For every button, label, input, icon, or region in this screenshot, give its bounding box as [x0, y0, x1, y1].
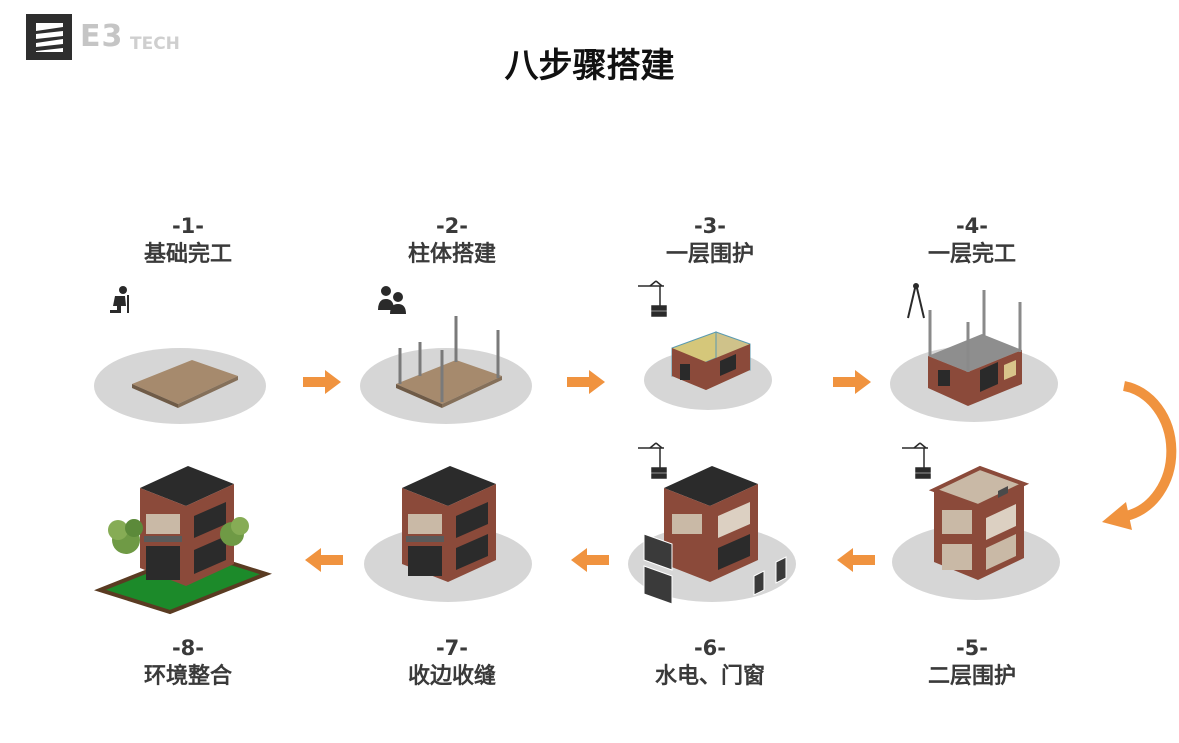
step-label-8: -8- 环境整合 — [78, 634, 298, 692]
step-2-illustration — [360, 286, 532, 424]
step-name: 二层围护 — [927, 664, 1016, 689]
step-name: 一层完工 — [927, 242, 1016, 267]
tree-right — [220, 517, 249, 546]
step-label-1: -1- 基础完工 — [78, 212, 298, 270]
curved-arrow-icon — [1102, 381, 1177, 530]
crane-icon — [638, 280, 667, 317]
step-7-illustration — [364, 466, 532, 602]
step-label-5: -5- 二层围护 — [862, 634, 1082, 692]
logo-text-sub: TECH — [130, 34, 180, 54]
step-number: -3- — [693, 214, 727, 238]
columns — [398, 316, 500, 402]
step-number: -8- — [171, 636, 205, 660]
crane-icon — [902, 442, 931, 479]
step-3-illustration — [638, 280, 772, 410]
compass-icon — [907, 283, 925, 319]
step-number: -2- — [435, 214, 469, 238]
step-label-2: -2- 柱体搭建 — [342, 212, 562, 270]
step-number: -4- — [955, 214, 989, 238]
step-name: 一层围护 — [665, 242, 754, 267]
step-6-illustration — [628, 442, 796, 605]
crane-icon — [638, 442, 667, 479]
step-number: -5- — [955, 636, 989, 660]
step-name: 基础完工 — [143, 242, 232, 267]
step-8-illustration — [94, 466, 272, 615]
step-label-7: -7- 收边收缝 — [342, 634, 562, 692]
arrow-left-icon — [837, 548, 875, 572]
arrow-left-icon — [305, 548, 343, 572]
arrow-right-icon — [567, 370, 605, 394]
step-label-6: -6- 水电、门窗 — [600, 634, 820, 692]
logo-text-main: E3 — [80, 19, 124, 54]
window-panels — [643, 533, 787, 605]
step-number: -6- — [693, 636, 727, 660]
arrow-right-icon — [303, 370, 341, 394]
step-1-illustration — [94, 286, 266, 424]
step-number: -7- — [435, 636, 469, 660]
layered-e-logo-icon — [26, 14, 72, 60]
step-4-illustration — [890, 283, 1058, 422]
arrow-left-icon — [571, 548, 609, 572]
tree-left — [108, 519, 143, 554]
step-5-illustration — [892, 442, 1060, 600]
step-label-4: -4- 一层完工 — [862, 212, 1082, 270]
brand-logo: E3 TECH — [26, 14, 226, 64]
step-name: 柱体搭建 — [407, 242, 496, 267]
step-name: 收边收缝 — [407, 664, 496, 689]
arrow-right-icon — [833, 370, 871, 394]
page-title: 八步骤搭建 — [504, 46, 675, 86]
step-label-3: -3- 一层围护 — [600, 212, 820, 270]
people-icon — [378, 286, 406, 314]
step-name: 环境整合 — [143, 664, 232, 689]
step-number: -1- — [171, 214, 205, 238]
step-name: 水电、门窗 — [654, 664, 765, 689]
foundation-slab — [132, 360, 238, 404]
worker-icon — [110, 286, 129, 313]
